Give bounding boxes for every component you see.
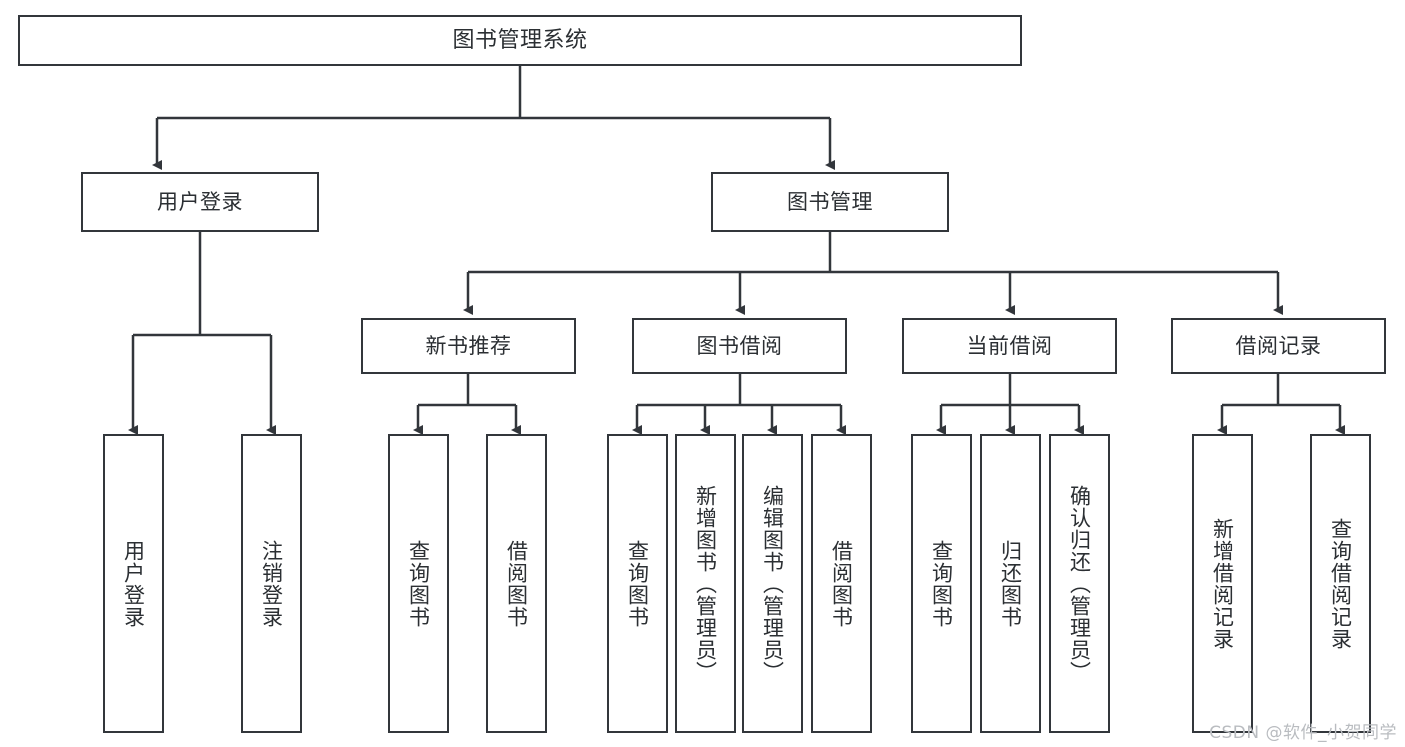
node-leaf-logout-login[interactable]: 注销登录	[241, 434, 302, 733]
node-label: 归还图书	[998, 539, 1023, 628]
node-label: 借阅图书	[829, 539, 854, 628]
node-label: 用户登录	[121, 539, 146, 628]
node-leaf-borrow-book-borrow[interactable]: 借阅图书	[811, 434, 872, 733]
node-leaf-add-borrow-record[interactable]: 新增借阅记录	[1192, 434, 1253, 733]
node-leaf-edit-book[interactable]: 编辑图书（管理员）	[742, 434, 803, 733]
node-label: 查询图书	[406, 539, 431, 628]
node-label: 新增图书（管理员）	[693, 484, 718, 683]
node-leaf-query-borrow-record[interactable]: 查询借阅记录	[1310, 434, 1371, 733]
node-label: 新书推荐	[425, 333, 512, 358]
node-leaf-borrow-book-new[interactable]: 借阅图书	[486, 434, 547, 733]
node-leaf-add-book[interactable]: 新增图书（管理员）	[675, 434, 736, 733]
node-label: 查询图书	[625, 539, 650, 628]
node-leaf-confirm-return[interactable]: 确认归还（管理员）	[1049, 434, 1110, 733]
node-current-borrow[interactable]: 当前借阅	[902, 318, 1117, 374]
node-leaf-query-book-new[interactable]: 查询图书	[388, 434, 449, 733]
node-leaf-query-book-current[interactable]: 查询图书	[911, 434, 972, 733]
node-label: 图书管理系统	[452, 27, 588, 53]
node-label: 新增借阅记录	[1210, 517, 1235, 650]
node-label: 图书管理	[787, 189, 873, 214]
node-label: 用户登录	[157, 189, 243, 214]
node-label: 图书借阅	[696, 333, 783, 358]
node-book-manage[interactable]: 图书管理	[711, 172, 949, 232]
node-label: 当前借阅	[966, 333, 1053, 358]
node-borrow-record[interactable]: 借阅记录	[1171, 318, 1386, 374]
node-label: 借阅记录	[1235, 333, 1322, 358]
node-leaf-user-login[interactable]: 用户登录	[103, 434, 164, 733]
node-leaf-return-book[interactable]: 归还图书	[980, 434, 1041, 733]
node-user-login[interactable]: 用户登录	[81, 172, 319, 232]
node-label: 查询借阅记录	[1328, 517, 1353, 650]
node-label: 借阅图书	[504, 539, 529, 628]
node-book-borrow[interactable]: 图书借阅	[632, 318, 847, 374]
node-new-book-recommend[interactable]: 新书推荐	[361, 318, 576, 374]
node-leaf-query-book-borrow[interactable]: 查询图书	[607, 434, 668, 733]
node-label: 注销登录	[259, 539, 284, 628]
node-label: 编辑图书（管理员）	[760, 484, 785, 683]
node-book-management-system[interactable]: 图书管理系统	[18, 15, 1022, 66]
node-label: 确认归还（管理员）	[1067, 484, 1092, 683]
csdn-watermark: CSDN @软件_小贺同学	[1209, 723, 1397, 743]
node-label: 查询图书	[929, 539, 954, 628]
